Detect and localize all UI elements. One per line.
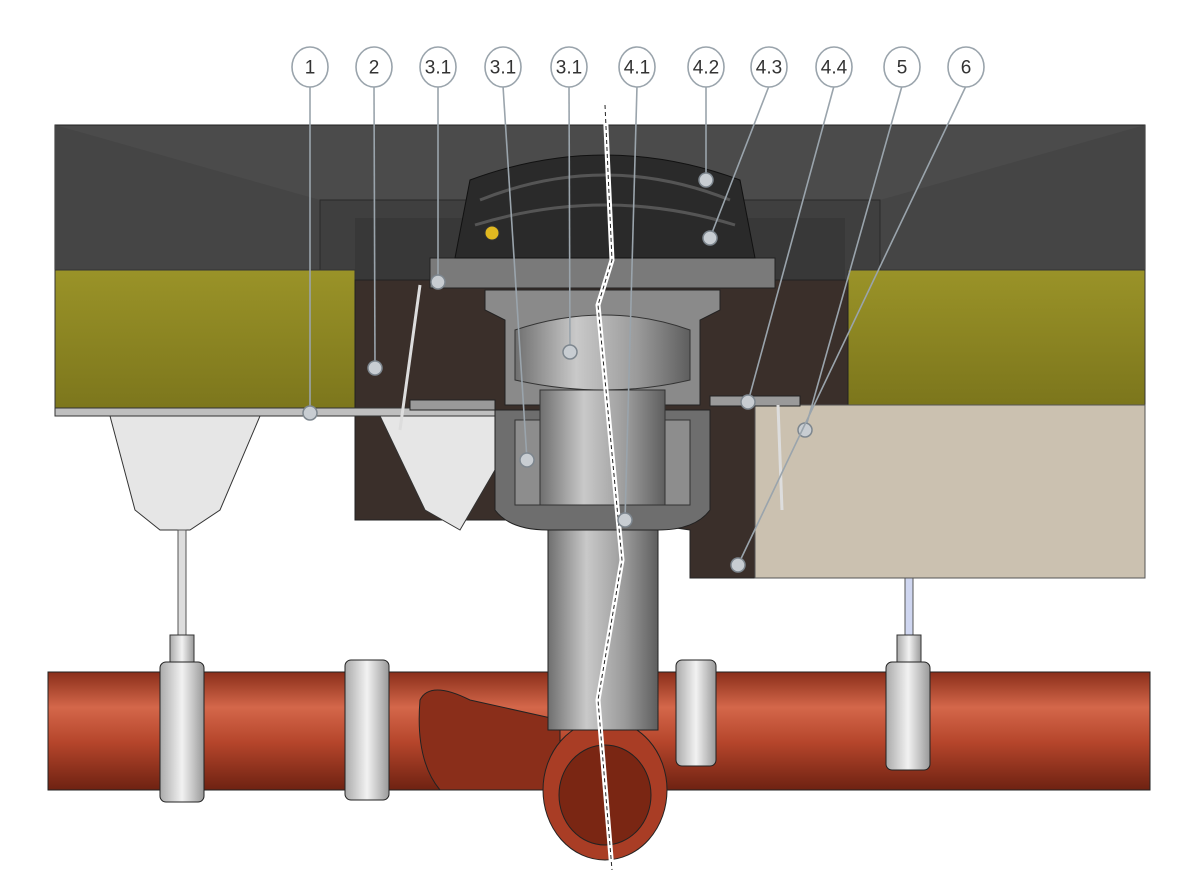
callout-circle [947, 46, 985, 88]
leader-line [502, 85, 528, 461]
callout-circle [419, 46, 457, 88]
callout-3-1: 3.1 [419, 46, 457, 290]
callout-label: 3.1 [556, 58, 582, 79]
callout-label: 6 [961, 58, 972, 79]
callout-target-marker [740, 394, 756, 410]
callout-3-1: 3.1 [550, 46, 588, 360]
callout-1: 1 [291, 46, 329, 421]
callout-label: 3.1 [490, 58, 516, 79]
callout-circle [883, 46, 921, 88]
callout-4-1: 4.1 [617, 46, 656, 528]
callout-label: 1 [305, 58, 316, 79]
leader-line [804, 85, 903, 431]
insulation-left [54, 269, 356, 411]
callout-4-2: 4.2 [687, 46, 725, 188]
leader-line [737, 85, 967, 566]
callout-target-marker [702, 230, 718, 246]
callout-target-marker [562, 344, 578, 360]
callout-target-marker [730, 557, 746, 573]
fastener-screw-right [776, 404, 784, 511]
insulation-right [847, 269, 1146, 406]
leader-line [624, 85, 638, 521]
leader-line [709, 85, 770, 239]
callout-circle [687, 46, 725, 88]
callout-target-marker [302, 405, 318, 421]
callout-label: 4.2 [693, 58, 719, 79]
callout-3-1: 3.1 [484, 46, 535, 468]
leader-line [747, 85, 835, 403]
callout-target-marker [617, 512, 633, 528]
callout-label: 4.3 [756, 58, 782, 79]
callout-target-marker [698, 172, 714, 188]
callout-circle [484, 46, 522, 88]
callout-2: 2 [355, 46, 393, 376]
callout-6: 6 [730, 46, 985, 573]
callout-label: 5 [897, 58, 908, 79]
callout-circle [355, 46, 393, 88]
callout-circle [750, 46, 788, 88]
callout-label: 3.1 [425, 58, 451, 79]
pipe-hangers [169, 529, 922, 666]
callout-circle [815, 46, 853, 88]
callout-target-marker [430, 274, 446, 290]
callout-target-marker [367, 360, 383, 376]
callout-label: 2 [369, 58, 380, 79]
fastener-screw-left [398, 284, 422, 431]
callout-group: 1 2 3.1 3.1 3.1 4.1 4.2 4.3 4.4 5 6 [291, 46, 985, 573]
leader-line [568, 85, 571, 353]
callout-circle [618, 46, 656, 88]
trapezoidal-steel-deck [54, 407, 496, 531]
concrete-slab [754, 404, 1146, 579]
gravel-guard-grate [454, 154, 756, 259]
callout-target-marker [519, 452, 535, 468]
leader-line [373, 85, 376, 369]
callout-circle [550, 46, 588, 88]
callout-circle [291, 46, 329, 88]
callout-4-3: 4.3 [702, 46, 788, 246]
callout-label: 4.4 [821, 58, 848, 79]
callout-label: 4.1 [624, 58, 650, 79]
callout-4-4: 4.4 [740, 46, 853, 410]
